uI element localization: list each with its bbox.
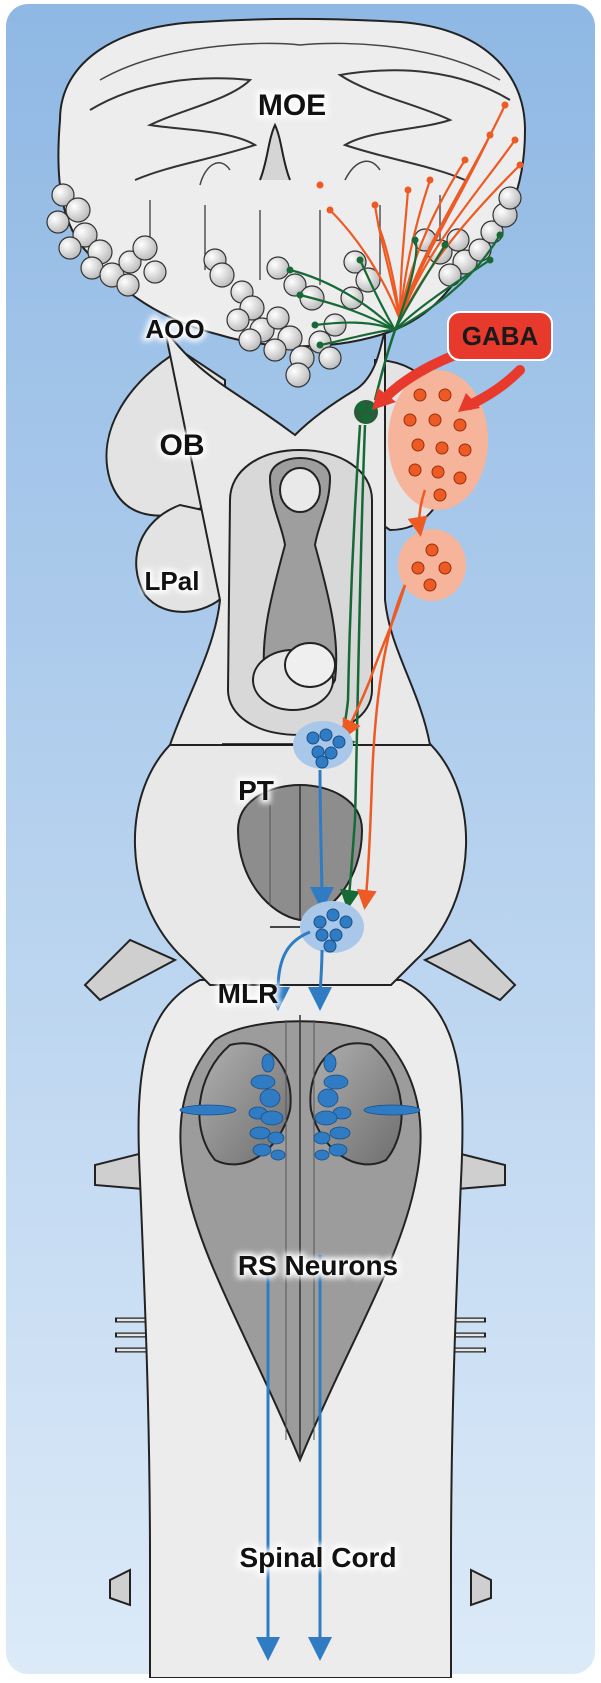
rs-label: RS Neurons (238, 1250, 398, 1281)
pt-label: PT (238, 775, 274, 806)
moe-label: MOE (258, 89, 326, 122)
ob-label: OB (160, 429, 205, 462)
gaba-label: GABA (462, 321, 539, 351)
midbrain (135, 740, 466, 985)
aoo-label: AOO (145, 314, 204, 344)
lpal-label: LPal (145, 566, 200, 596)
gaba-label-box: GABA (448, 312, 552, 360)
spinal-label: Spinal Cord (239, 1542, 396, 1573)
mlr-label: MLR (218, 978, 279, 1009)
